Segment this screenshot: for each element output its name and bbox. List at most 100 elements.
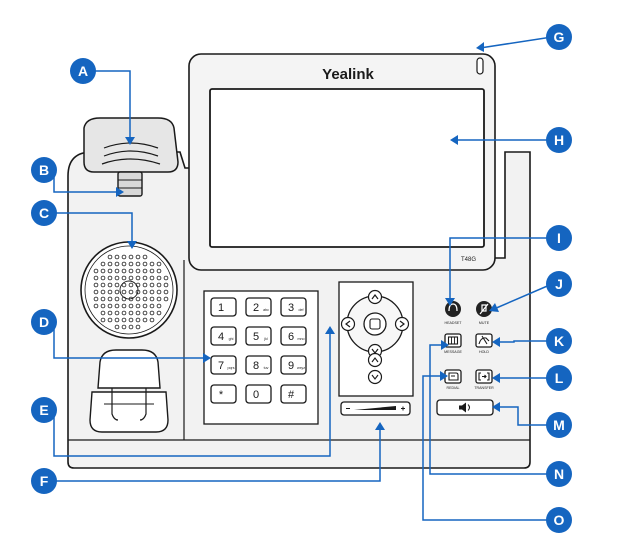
headset-key[interactable] [445,301,461,317]
nav-extra-button-upper[interactable] [367,352,383,368]
grille-hole [142,282,148,288]
grille-hole [149,261,155,267]
grille-center [119,280,139,300]
nav-left-button[interactable] [340,316,356,332]
nav-extra-button-lower[interactable] [367,369,383,385]
grille-hole [156,282,162,288]
ok-button[interactable] [363,312,387,336]
callout-letter: E [39,402,48,418]
keypad-key-sublabel: def [299,308,304,312]
message-key[interactable] [444,333,462,348]
callout-leaders [53,36,553,521]
callout-letter: H [554,132,564,148]
mute-key[interactable] [476,301,492,317]
grille-hole [149,275,155,281]
grille-hole [114,324,120,330]
keypad-key[interactable]: 3 def [280,297,307,317]
chevron-left-icon [345,320,351,328]
keypad-key-sublabel: ghi [229,337,234,341]
grille-hole [114,282,120,288]
speaker-grille [93,254,169,330]
leader-e [53,332,331,457]
grille-hole [156,268,162,274]
grille-hole [121,289,127,295]
grille-hole [149,289,155,295]
callout-a: A [70,58,96,84]
keypad-key[interactable]: 1 [210,297,237,317]
grille-hole [114,317,120,323]
nav-right-button[interactable] [394,316,410,332]
callout-b: B [31,157,57,183]
grille-hole [114,268,120,274]
grille-hole [149,317,155,323]
grille-hole [121,261,127,267]
grille-hole [93,289,99,295]
grille-hole [128,317,134,323]
grille-hole [121,317,127,323]
keypad-key[interactable]: 0 [245,384,272,404]
grille-hole [121,275,127,281]
grille-hole [135,275,141,281]
callout-letter: N [554,466,564,482]
speakerphone-key[interactable] [436,399,494,416]
arrow-n [441,340,449,350]
grille-hole [100,261,106,267]
grille-hole [93,282,99,288]
redial-key[interactable] [444,369,462,384]
keypad-key[interactable]: 8 tuv [245,355,272,375]
callout-letter: D [39,314,49,330]
grille-hole [135,310,141,316]
callout-d: D [31,309,57,335]
grille-hole [114,310,120,316]
transfer-key[interactable] [475,369,493,384]
keypad-key-label: 3 [288,302,294,314]
callout-letter: G [554,29,565,45]
keypad-key-sublabel: mno [298,337,305,341]
keypad-key-label: 5 [253,331,259,343]
grille-hole [93,275,99,281]
keypad-key[interactable]: # [280,384,307,404]
hold-key[interactable] [475,333,493,348]
grille-hole [93,268,99,274]
grille-hole [100,275,106,281]
grille-hole [128,282,134,288]
grille-hole [142,296,148,302]
handset-cradle [89,349,169,433]
leader-g [479,36,553,49]
grille-hole [128,261,134,267]
mute-icon [479,303,489,315]
keypad-key-sublabel: tuv [264,366,269,370]
callout-i: I [546,225,572,251]
grille-hole [149,268,155,274]
grille-hole [114,303,120,309]
arrow-a [125,137,135,145]
grille-hole [93,303,99,309]
keypad-key-label: 8 [253,360,259,372]
arrow-l [492,373,500,383]
speakerphone-icon [459,402,466,413]
grille-hole [121,310,127,316]
callout-f: F [31,468,57,494]
keypad-key[interactable]: * [210,384,237,404]
callout-n: N [546,461,572,487]
grille-hole [100,296,106,302]
leader-n [429,344,552,475]
chevron-right-icon [399,320,405,328]
grille-hole [121,254,127,260]
grille-hole [142,268,148,274]
callout-j: J [546,271,572,297]
grille-hole [156,275,162,281]
grille-hole [156,303,162,309]
grille-hole [135,296,141,302]
nav-up-button[interactable] [367,289,383,305]
grille-hole [107,275,113,281]
chevron-up-icon [371,294,379,300]
keypad-key-label: 2 [253,302,259,314]
